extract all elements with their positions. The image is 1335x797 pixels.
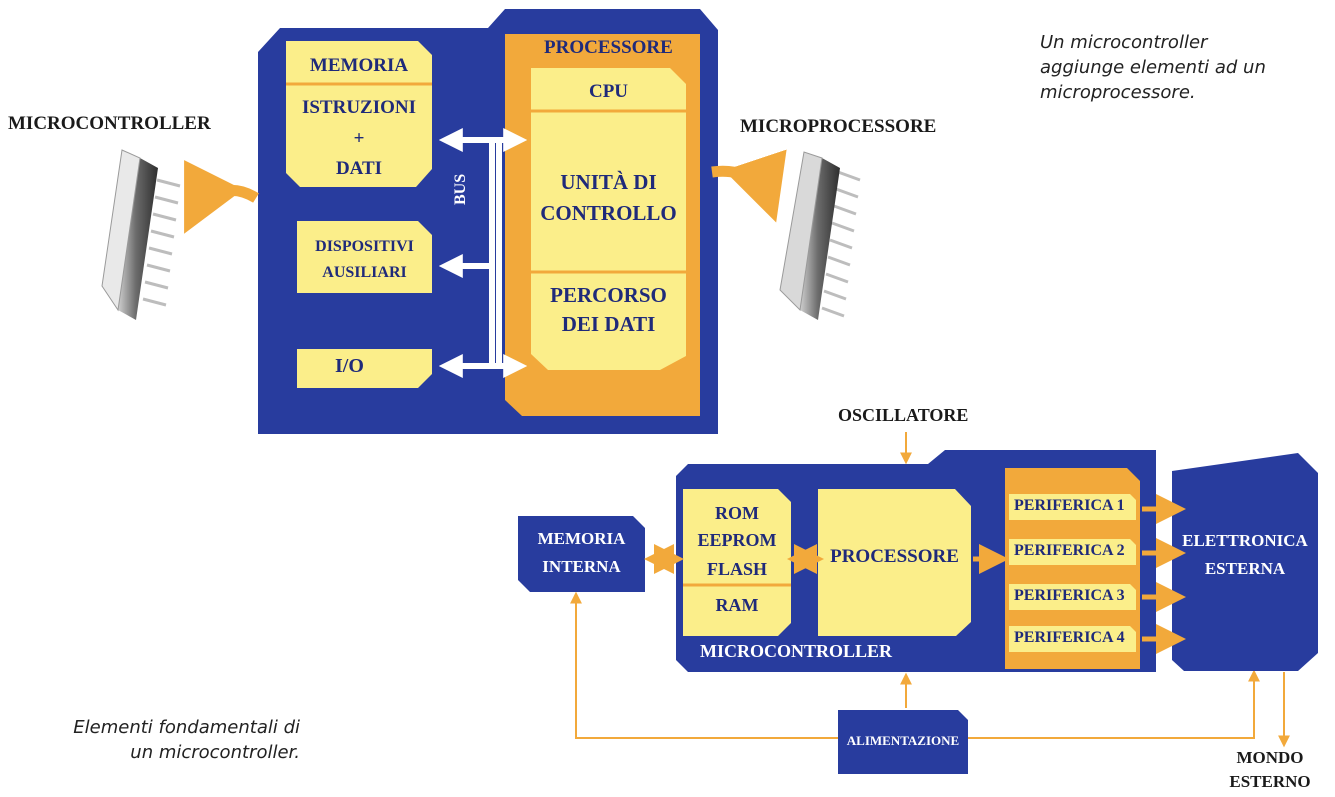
percorso-label: PERCORSO	[550, 283, 667, 307]
bus-lines	[438, 128, 528, 378]
caption-bottom-line-2: un microcontroller.	[130, 742, 300, 763]
esterna-label: ESTERNA	[1204, 559, 1286, 578]
microcontroller-panel-label: MICROCONTROLLER	[700, 641, 893, 661]
dispositivi-label: DISPOSITIVI	[315, 238, 414, 255]
cpu-unit-block	[531, 68, 686, 370]
elettronica-label: ELETTRONICA	[1182, 531, 1308, 550]
caption-top-line-3: microprocessore.	[1040, 82, 1196, 103]
dei-dati-label: DEI DATI	[561, 312, 656, 336]
periferica-3-label: PERIFERICA 3	[1014, 587, 1125, 604]
microprocessore-chip-image	[779, 151, 861, 320]
io-block	[297, 349, 432, 388]
periferica-4-label: PERIFERICA 4	[1014, 629, 1125, 646]
mondo-label: MONDO	[1236, 748, 1304, 767]
bottom-thick-arrows	[644, 494, 1186, 654]
arrow-to-microcontroller-chip	[184, 160, 259, 234]
periferica-2-label: PERIFERICA 2	[1014, 542, 1125, 559]
periferica-1-label: PERIFERICA 1	[1014, 497, 1125, 514]
arrow-to-microprocessore-chip	[711, 149, 787, 223]
oscillatore-label: OSCILLATORE	[838, 405, 969, 425]
eeprom-label: EEPROM	[697, 530, 777, 550]
bottom-diagram	[518, 432, 1318, 774]
dati-label: DATI	[335, 158, 383, 179]
caption-top-line-1: Un microcontroller	[1040, 32, 1208, 53]
bus-label: BUS	[452, 173, 469, 205]
memoria-title: MEMORIA	[309, 55, 409, 76]
microcontroller-label: MICROCONTROLLER	[8, 113, 211, 134]
ausiliari-label: AUSILIARI	[322, 264, 407, 281]
caption-bottom-line-1: Elementi fondamentali di	[73, 717, 300, 738]
microcontroller-chip-image	[101, 149, 181, 320]
controllo-label: CONTROLLO	[540, 201, 677, 225]
processore-title: PROCESSORE	[544, 37, 673, 58]
ram-label: RAM	[715, 595, 759, 615]
periferiche-tabs	[1009, 494, 1136, 652]
dispositivi-block	[297, 221, 432, 293]
caption-bottom: Elementi fondamentali di un microcontrol…	[10, 715, 300, 765]
plus-label: +	[353, 128, 365, 149]
io-label: I/O	[335, 355, 364, 377]
memoria-block	[286, 41, 432, 187]
caption-top: Un microcontroller aggiunge elementi ad …	[1040, 30, 1266, 105]
bottom-thin-connectors	[570, 432, 1290, 748]
rom-ram-block	[683, 489, 791, 636]
top-diagram	[101, 9, 861, 434]
cpu-label: CPU	[588, 81, 629, 102]
alimentazione-label: ALIMENTAZIONE	[846, 733, 960, 748]
memoria-interna-label-2: INTERNA	[542, 557, 621, 576]
microprocessore-label: MICROPROCESSORE	[740, 116, 937, 137]
unita-label: UNITÀ DI	[560, 170, 657, 194]
caption-top-line-2: aggiunge elementi ad un	[1040, 57, 1266, 78]
istruzioni-label: ISTRUZIONI	[301, 97, 417, 118]
esterno-label: ESTERNO	[1229, 772, 1311, 791]
memoria-interna-label-1: MEMORIA	[537, 529, 626, 548]
elettronica-esterna-block	[1172, 453, 1318, 671]
alimentazione-block	[838, 710, 968, 774]
bottom-processore-block	[818, 489, 971, 636]
memoria-interna-block	[518, 516, 645, 592]
flash-label: FLASH	[706, 559, 767, 579]
bottom-processore-label: PROCESSORE	[830, 546, 959, 567]
rom-label: ROM	[715, 503, 759, 523]
